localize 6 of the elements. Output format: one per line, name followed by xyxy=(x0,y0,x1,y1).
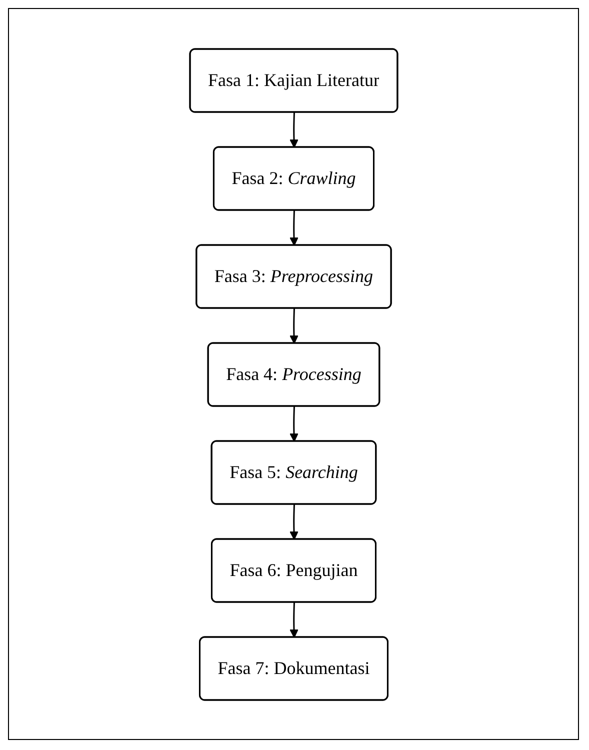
arrow xyxy=(289,602,298,638)
arrow xyxy=(289,308,298,344)
arrow xyxy=(289,406,298,442)
arrow xyxy=(289,210,298,246)
arrow xyxy=(289,112,298,148)
arrow xyxy=(289,504,298,540)
